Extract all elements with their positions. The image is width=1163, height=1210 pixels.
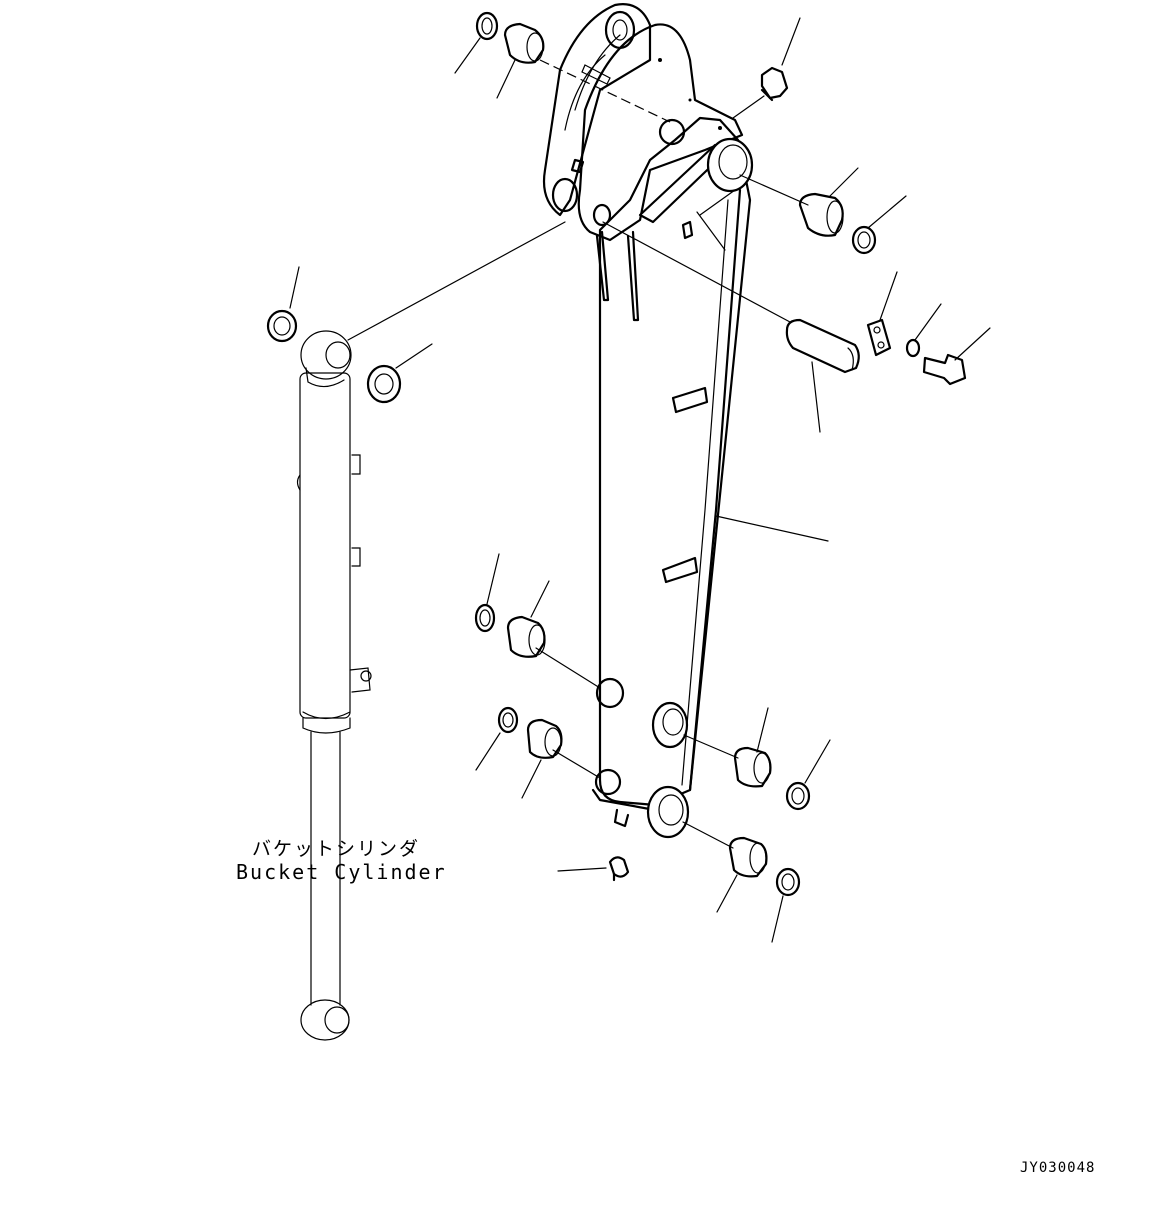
arm-assembly — [542, 3, 754, 839]
arm-head-hole-low2 — [592, 203, 612, 227]
ring-cylinder-head-2 — [366, 364, 402, 404]
assembly-lines — [347, 59, 809, 849]
arm-head-hole-low — [551, 177, 579, 213]
arm-head-hole-mid — [658, 118, 686, 146]
ring-top-left — [475, 11, 499, 41]
bushing-lower-left-1 — [506, 615, 546, 658]
cylinder-head-eye — [300, 330, 352, 380]
arm-pad-lower — [661, 556, 699, 584]
arm-head-hole-top — [604, 10, 636, 50]
ring-lower-right-2 — [775, 867, 801, 897]
cylinder-barrel — [299, 372, 351, 719]
ring-top-right — [851, 225, 877, 255]
arm-mid-boss — [651, 701, 689, 749]
arm-bottom-boss — [646, 785, 690, 839]
ring-lower-right-1 — [785, 781, 811, 811]
washer — [905, 338, 921, 358]
ring-lower-left-2 — [497, 706, 519, 734]
cylinder-label-japanese: バケットシリンダ — [252, 838, 421, 860]
cylinder-label-english: Bucket Cylinder — [236, 860, 447, 884]
ring-lower-left-1 — [474, 603, 496, 633]
leader-lines — [289, 17, 991, 943]
arm-head-left-plate — [542, 3, 652, 217]
grease-fitting-bottom — [608, 856, 630, 878]
arm-tab-right — [626, 230, 640, 322]
arm-pad-upper — [671, 386, 709, 414]
ring-cylinder-head-1 — [266, 309, 298, 343]
bolt — [922, 353, 967, 386]
bushing-top-left — [503, 22, 545, 64]
bucket-cylinder — [296, 330, 372, 1041]
grease-fitting-top — [760, 66, 789, 100]
lock-plate — [866, 318, 892, 357]
arm-side-edge — [688, 158, 742, 792]
arm-top-boss — [706, 137, 754, 193]
arm-bottom-hole — [594, 768, 622, 796]
bushing-top-right — [798, 192, 844, 237]
arm-body — [598, 116, 752, 807]
drawing-code: JY030048 — [1020, 1160, 1096, 1176]
arm-head-right-plate — [577, 23, 744, 242]
pin — [785, 318, 860, 374]
arm-tab-left — [595, 230, 610, 302]
arm-lower-hole — [595, 677, 625, 709]
